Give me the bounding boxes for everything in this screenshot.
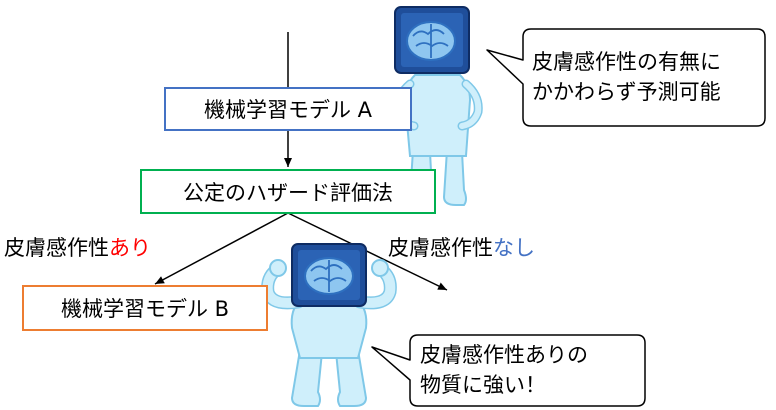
branch-right-emphasis: なし <box>493 236 535 260</box>
arrow-hazard-to-right <box>287 212 448 291</box>
branch-right-prefix: 皮膚感作性 <box>388 236 493 260</box>
bubble-bottom-line-1: 皮膚感作性ありの <box>420 343 588 367</box>
arrow-hazard-to-model-b <box>154 212 289 285</box>
model-a-label: 機械学習モデル A <box>203 98 373 122</box>
branch-label-left: 皮膚感作性あり <box>4 232 151 262</box>
hazard-evaluation-box: 公定のハザード評価法 <box>140 169 436 214</box>
speech-bubble-bottom-text: 皮膚感作性ありの 物質に強い！ <box>420 340 588 400</box>
speech-bubble-top-shape <box>486 28 766 127</box>
bubble-bottom-line-2: 物質に強い！ <box>420 373 546 397</box>
branch-label-right: 皮膚感作性なし <box>388 232 535 262</box>
model-b-box: 機械学習モデル B <box>22 285 268 331</box>
bubble-top-line-1: 皮膚感作性の有無に <box>532 50 721 74</box>
branch-left-emphasis: あり <box>109 236 151 260</box>
speech-bubble-bottom-shape <box>371 334 646 407</box>
model-a-box: 機械学習モデル A <box>164 87 412 131</box>
bubble-top-line-2: かかわらず予測可能 <box>532 80 721 104</box>
branch-left-prefix: 皮膚感作性 <box>4 236 109 260</box>
model-b-label: 機械学習モデル B <box>60 297 230 321</box>
hazard-evaluation-label: 公定のハザード評価法 <box>183 180 393 205</box>
speech-bubble-top-text: 皮膚感作性の有無に かかわらず予測可能 <box>532 47 721 107</box>
